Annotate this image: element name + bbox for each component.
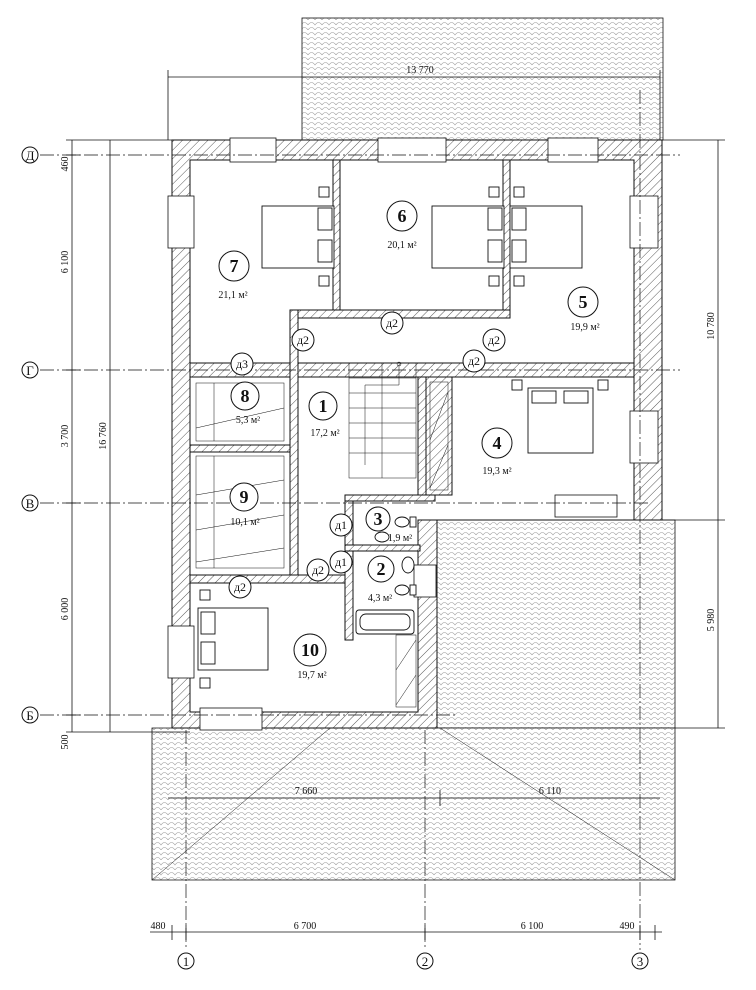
- door-tag: д1: [335, 518, 347, 532]
- door-tag: д2: [297, 333, 309, 347]
- axis-label-2: 2: [422, 954, 429, 969]
- dim-axis-seg-3: 6 100: [521, 921, 544, 932]
- axis-markers: Д Г В Б 1 2 3: [21, 146, 649, 970]
- axis-label-b: Б: [26, 708, 33, 723]
- window: [167, 625, 195, 679]
- axis-label-1: 1: [183, 954, 190, 969]
- room-number: 4: [493, 433, 502, 453]
- door-tag: д1: [335, 555, 347, 569]
- window: [199, 707, 263, 731]
- dim-right-lower: 5 980: [706, 609, 717, 632]
- dim-left-outer: 16 760: [98, 422, 109, 450]
- room-labels: 1 17,2 м² 2 4,3 м² 3 1,9 м² 4 19,3 м² 5 …: [218, 200, 600, 681]
- window: [377, 137, 447, 163]
- bed: [261, 186, 335, 287]
- dim-left-seg-1: 460: [60, 157, 71, 172]
- room-number: 1: [319, 396, 328, 416]
- window: [629, 195, 659, 249]
- door-tag: д2: [234, 580, 246, 594]
- room-2: 2 4,3 м²: [367, 555, 395, 604]
- dimension-labels: 13 770 16 760 460 6 100 3 700 6 000 500 …: [60, 65, 717, 932]
- wall-8-9: [189, 444, 291, 453]
- axis-label-d: Д: [26, 148, 35, 163]
- roof-right: [436, 519, 676, 729]
- bed: [197, 589, 269, 689]
- bed: [431, 186, 505, 287]
- staircase: [348, 361, 417, 479]
- room-4: 4 19,3 м²: [481, 427, 513, 477]
- roof-bottom: [151, 727, 676, 881]
- wall-stair-right: [417, 376, 427, 496]
- room-3: 3 1,9 м²: [365, 506, 412, 544]
- dim-right-upper: 10 780: [706, 312, 717, 340]
- window: [229, 137, 277, 163]
- roof-ridge-right: [439, 727, 676, 881]
- door-tag: д2: [488, 333, 500, 347]
- bed: [511, 379, 609, 454]
- wall-4-left: [425, 376, 453, 496]
- room-area: 4,3 м²: [368, 593, 392, 604]
- room-area: 17,2 м²: [310, 428, 339, 439]
- furniture: [195, 186, 609, 708]
- dim-bottom-right: 6 110: [539, 786, 561, 797]
- dim-bottom-left: 7 660: [295, 786, 318, 797]
- windows: [167, 137, 659, 731]
- door-tag: д3: [236, 357, 248, 371]
- wall-2-3: [344, 544, 421, 552]
- room-area: 21,1 м²: [218, 290, 247, 301]
- room-number: 3: [374, 509, 383, 529]
- room-number: 9: [240, 487, 249, 507]
- room-area: 20,1 м²: [387, 240, 416, 251]
- axis-label-3: 3: [637, 954, 644, 969]
- dim-left-seg-3: 3 700: [60, 425, 71, 448]
- room-area: 19,7 м²: [297, 670, 326, 681]
- window: [547, 137, 599, 163]
- room-9: 9 10,1 м²: [229, 482, 260, 528]
- room-area: 1,9 м²: [388, 533, 412, 544]
- axis-label-v: В: [26, 496, 35, 511]
- bathroom-fixtures: [355, 516, 417, 635]
- dim-left-seg-5: 500: [60, 735, 71, 750]
- roof-ridge-left: [151, 727, 331, 881]
- room-number: 5: [579, 292, 588, 312]
- dim-top-total: 13 770: [406, 65, 434, 76]
- wall-hall-left: [289, 309, 299, 581]
- room-area: 19,3 м²: [482, 466, 511, 477]
- room-6: 6 20,1 м²: [386, 200, 418, 251]
- room-number: 7: [230, 256, 239, 276]
- door-tags: д2 д2 д2 д2 д3 д1 д1 д2 д2: [228, 311, 506, 599]
- room-1: 1 17,2 м²: [308, 391, 340, 439]
- room-area: 19,9 м²: [570, 322, 599, 333]
- axis-label-g: Г: [26, 363, 34, 378]
- window: [554, 494, 618, 518]
- bed: [509, 186, 583, 287]
- dim-axis-seg-2: 6 700: [294, 921, 317, 932]
- door-tag: д2: [312, 563, 324, 577]
- roof-top: [301, 17, 664, 141]
- room-7: 7 21,1 м²: [218, 250, 250, 301]
- room-number: 8: [241, 386, 250, 406]
- window: [413, 564, 437, 598]
- window: [629, 410, 659, 464]
- window: [167, 195, 195, 249]
- room-area: 10,1 м²: [230, 517, 259, 528]
- axis-lines: [40, 90, 680, 950]
- room-number: 6: [398, 206, 407, 226]
- room-area: 5,3 м²: [236, 415, 260, 426]
- room-number: 10: [301, 640, 319, 660]
- room-5: 5 19,9 м²: [567, 286, 600, 333]
- door-tag: д2: [386, 316, 398, 330]
- dim-left-seg-4: 6 000: [60, 598, 71, 621]
- roof-areas: [151, 17, 676, 881]
- wall-bath-top: [344, 494, 436, 502]
- dimension-lines: [66, 70, 725, 940]
- dim-axis-seg-4: 490: [620, 921, 635, 932]
- room-number: 2: [377, 559, 386, 579]
- door-tag: д2: [468, 354, 480, 368]
- room-10: 10 19,7 м²: [293, 633, 327, 681]
- dim-left-seg-2: 6 100: [60, 251, 71, 274]
- dim-axis-seg-1: 480: [151, 921, 166, 932]
- room-8: 8 5,3 м²: [230, 381, 260, 426]
